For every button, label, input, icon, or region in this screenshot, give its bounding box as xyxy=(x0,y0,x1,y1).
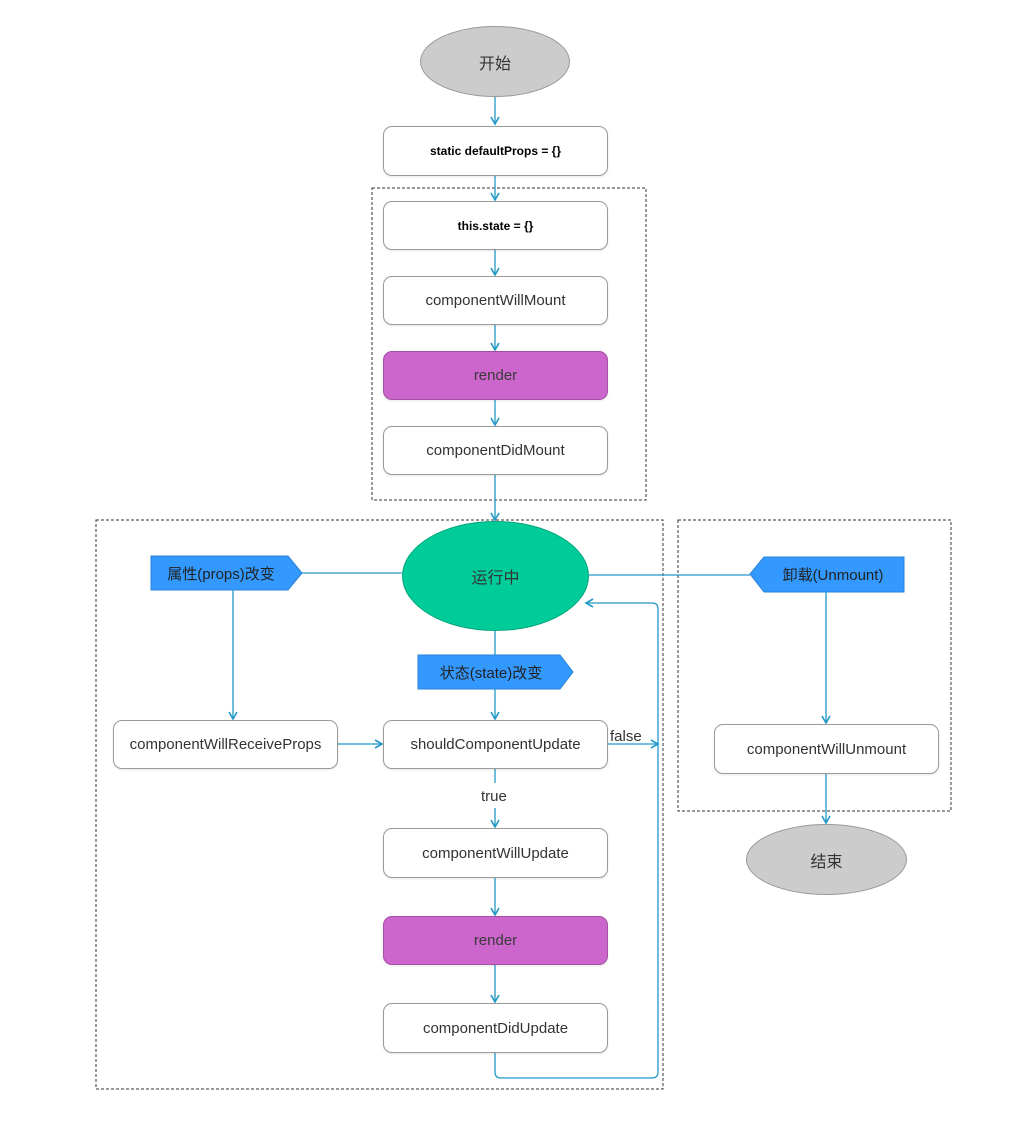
state-changed-label: 状态(state)改变 xyxy=(439,664,543,682)
running-label: 运行中 xyxy=(471,570,520,587)
running-node: 运行中 xyxy=(402,521,589,631)
component-did-update-box: componentDidUpdate xyxy=(383,1003,608,1053)
true-edge-label: true xyxy=(481,788,507,805)
component-will-mount-label: componentWillMount xyxy=(425,292,566,309)
unmount-tag: 卸载(Unmount) xyxy=(762,557,904,592)
false-edge-label: false xyxy=(610,728,642,745)
component-will-update-label: componentWillUpdate xyxy=(422,844,569,862)
start-node: 开始 xyxy=(420,26,570,97)
render-mount-box: render xyxy=(383,351,608,400)
loop-didupdate-back-to-running xyxy=(494,598,659,1079)
unmount-tag-shape xyxy=(749,556,905,593)
component-will-update-box: componentWillUpdate xyxy=(383,828,608,878)
component-did-mount-box: componentDidMount xyxy=(383,426,608,475)
default-props-box: static defaultProps = {} xyxy=(383,126,608,176)
state-changed-tag: 状态(state)改变 xyxy=(418,655,564,689)
start-label: 开始 xyxy=(478,55,511,73)
component-will-receive-props-label: componentWillReceiveProps xyxy=(129,736,322,753)
render-update-label: render xyxy=(473,932,518,949)
end-label: 结束 xyxy=(810,853,843,871)
render-mount-label: render xyxy=(473,367,518,384)
unmount-group-boundary xyxy=(677,519,952,812)
component-will-unmount-box: componentWillUnmount xyxy=(714,724,939,774)
component-did-update-label: componentDidUpdate xyxy=(422,1019,569,1037)
component-will-mount-box: componentWillMount xyxy=(383,276,608,325)
update-group-boundary xyxy=(95,519,664,1090)
props-changed-tag-shape xyxy=(150,555,303,591)
component-will-unmount-label: componentWillUnmount xyxy=(746,740,907,758)
default-props-label: static defaultProps = {} xyxy=(429,144,562,158)
should-component-update-label: shouldComponentUpdate xyxy=(410,736,581,753)
props-changed-label: 属性(props)改变 xyxy=(167,565,275,583)
component-will-receive-props-box: componentWillReceiveProps xyxy=(113,720,338,769)
should-component-update-box: shouldComponentUpdate xyxy=(383,720,608,769)
unmount-label: 卸载(Unmount) xyxy=(782,567,884,584)
state-changed-tag-shape xyxy=(417,654,574,690)
this-state-label: this.state = {} xyxy=(457,218,534,233)
render-update-box: render xyxy=(383,916,608,965)
component-did-mount-label: componentDidMount xyxy=(426,442,565,459)
props-changed-tag: 属性(props)改变 xyxy=(151,556,291,590)
this-state-box: this.state = {} xyxy=(383,201,608,250)
end-node: 结束 xyxy=(746,824,907,895)
mount-group-boundary xyxy=(371,187,647,501)
